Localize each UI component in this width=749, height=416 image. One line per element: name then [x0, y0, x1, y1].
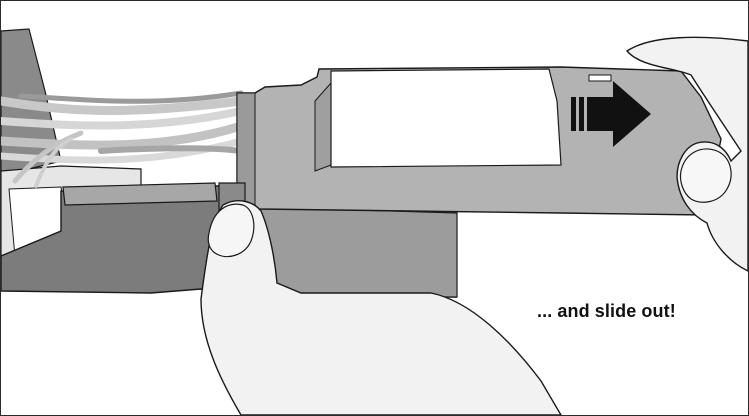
lower-block — [259, 207, 457, 297]
right-thumbnail — [680, 149, 731, 202]
enclosure-rail — [63, 183, 217, 205]
module-notch — [589, 75, 611, 81]
instruction-caption: ... and slide out! — [537, 301, 676, 322]
label-area — [331, 69, 561, 167]
